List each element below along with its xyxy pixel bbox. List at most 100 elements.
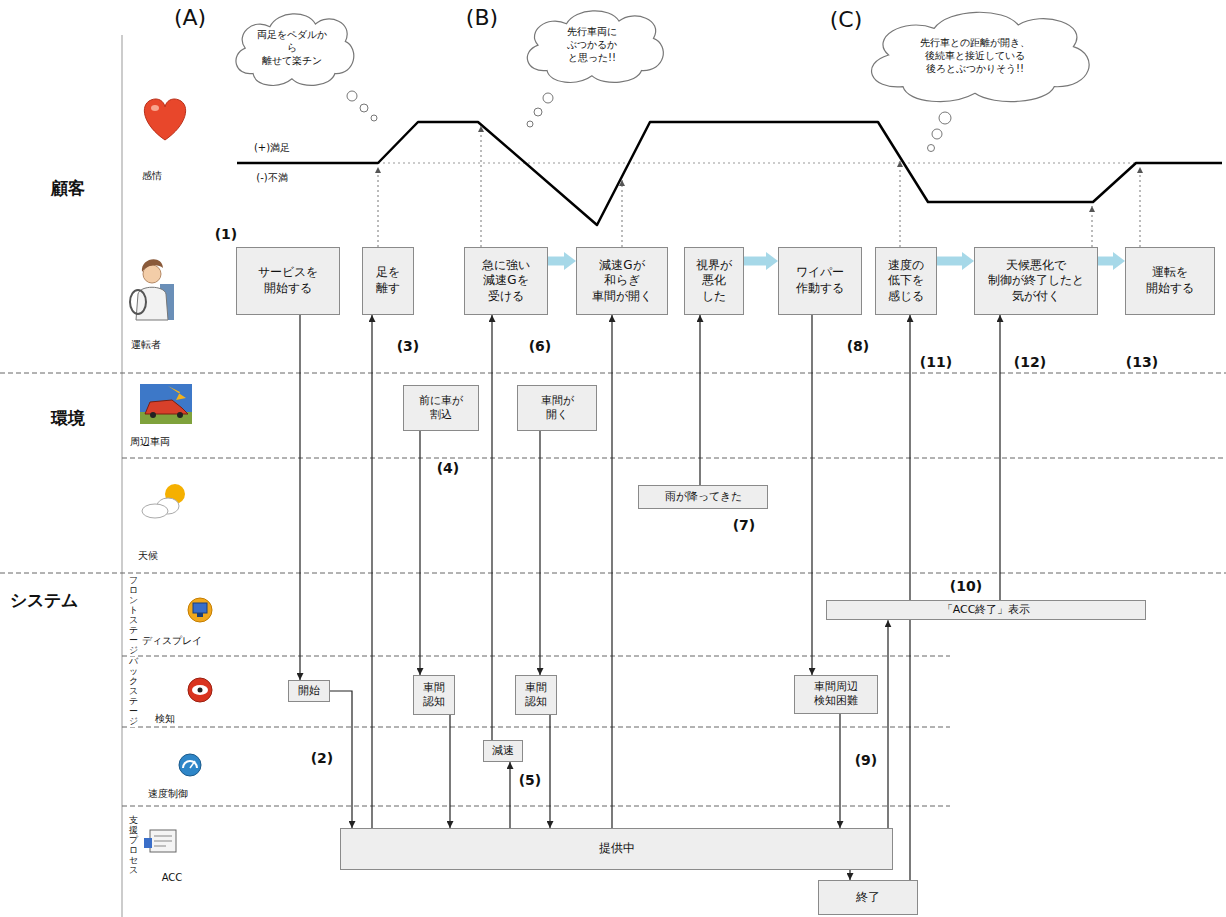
lane-divider (122, 806, 950, 807)
callout-number: (5) (518, 772, 543, 789)
driver-action-box: 天候悪化で 制御が終了したと 気が付く (974, 247, 1098, 315)
connector-arrow (999, 315, 1000, 600)
lane-divider (122, 656, 950, 657)
phase-label: (B) (465, 5, 499, 31)
car-wheel (150, 412, 156, 418)
flow-arrow (548, 257, 564, 266)
box-text: 足を 離す (376, 265, 400, 296)
lane-divider (0, 573, 1226, 574)
driver-action-box: 速度の 低下を 感じる (875, 247, 937, 315)
thought-bubble-dot (371, 115, 377, 121)
connector-arrow (371, 315, 372, 828)
document-line (154, 836, 172, 837)
thought-bubble-dot (932, 129, 942, 139)
steering-wheel (130, 290, 146, 314)
detection-box: 開始 (288, 680, 330, 702)
thought-bubble-dot (534, 108, 542, 116)
cloud-shape (236, 14, 354, 86)
box-text: 天候悪化で 制御が終了したと 気が付く (988, 258, 1084, 305)
thought-bubble-dot (360, 104, 368, 112)
emotion-scale-label: (-)不満 (255, 172, 288, 184)
lane-label: ACC (161, 872, 184, 884)
lane-label: 天候 (137, 550, 159, 562)
connector-arrow (611, 315, 612, 828)
callout-number: (4) (436, 460, 461, 477)
emotion-leader (481, 126, 482, 247)
connector-arrow (811, 315, 812, 675)
box-text: 開始 (298, 684, 320, 698)
lane-divider (0, 373, 1226, 374)
box-text: 「ACC終了」表示 (942, 603, 1031, 617)
box-text: 前に車が 割込 (419, 394, 463, 423)
detection-box: 車間 認知 (515, 675, 557, 715)
callout-number: (3) (396, 338, 421, 355)
monitor-icon (193, 603, 207, 613)
acc-status-box: 終了 (818, 880, 918, 915)
flow-arrow (1098, 257, 1113, 266)
box-text: ワイパー 作動する (796, 265, 844, 296)
phase-label: (C) (829, 7, 864, 33)
acc-document-icon (150, 830, 176, 852)
heart-highlight (151, 105, 159, 111)
connector-arrow (419, 431, 420, 675)
scene-figure (168, 386, 186, 400)
driver-action-box: 視界が 悪化 した (684, 247, 744, 315)
connector-arrow (909, 315, 910, 880)
box-text: サービスを 開始する (258, 265, 318, 296)
cloud-shape (872, 12, 1090, 101)
phase-label: (A) (173, 5, 207, 31)
emotion-curve (237, 122, 1222, 225)
thought-bubble-dot (543, 93, 553, 103)
driver-action-box: 急に強い 減速Gを 受ける (464, 247, 548, 315)
driver-hair (142, 259, 163, 272)
connector-arrow (299, 315, 300, 680)
lane-separator (122, 35, 123, 917)
driver-action-box: 足を 離す (362, 247, 414, 315)
lane-label: 速度制御 (147, 788, 189, 800)
box-text: 車間 認知 (423, 681, 445, 710)
box-text: 速度の 低下を 感じる (888, 258, 924, 305)
driver-action-box: サービスを 開始する (236, 247, 340, 315)
thought-cloud: 先行車両に ぶつかるか と思った!! (517, 5, 667, 85)
thought-cloud: 両足をペダルか ら 離せて楽チン (227, 8, 357, 88)
thought-bubble-dot (928, 145, 935, 152)
lane-divider (122, 458, 1226, 459)
cloud-shape (527, 11, 663, 83)
car-wheel (177, 412, 183, 418)
box-text: 減速Gが 和らぎ 車間が開く (592, 258, 652, 305)
thought-bubble-dot (939, 112, 951, 124)
car-icon (145, 400, 188, 414)
emotion-leader (900, 161, 901, 247)
emotion-leader (622, 180, 623, 247)
stage-label: フロントステージ (129, 576, 138, 655)
speed-gauge (183, 761, 197, 768)
emotion-leader (378, 167, 379, 247)
connector-arrow (539, 431, 540, 675)
connector-arrow (887, 620, 888, 828)
speed-control-box: 減速 (483, 740, 523, 762)
box-text: 視界が 悪化 した (696, 258, 732, 305)
display-bar: 「ACC終了」表示 (826, 600, 1146, 620)
eye-icon (192, 685, 208, 695)
driver-action-box: ワイパー 作動する (778, 247, 862, 315)
connector-arrow (849, 870, 850, 880)
display-icon (188, 598, 212, 622)
lane-label: ディスプレイ (141, 635, 203, 647)
box-text: 運転を 開始する (1146, 265, 1194, 296)
emotion-leader (1092, 206, 1093, 247)
lane-label: 検知 (154, 713, 176, 725)
callout-number: (13) (1125, 354, 1159, 371)
callout-number: (11) (919, 354, 953, 371)
connector-arrow (449, 715, 450, 828)
monitor-stand (197, 613, 203, 617)
callout-number: (8) (846, 338, 871, 355)
box-text: 雨が降ってきた (665, 490, 742, 504)
thought-text: 先行車両に ぶつかるか と思った!! (567, 25, 617, 64)
callout-number: (2) (310, 750, 335, 767)
flow-arrow (744, 257, 766, 266)
lane-title: 環境 (50, 408, 86, 428)
callout-number: (12) (1013, 354, 1047, 371)
callout-number: (6) (528, 338, 553, 355)
